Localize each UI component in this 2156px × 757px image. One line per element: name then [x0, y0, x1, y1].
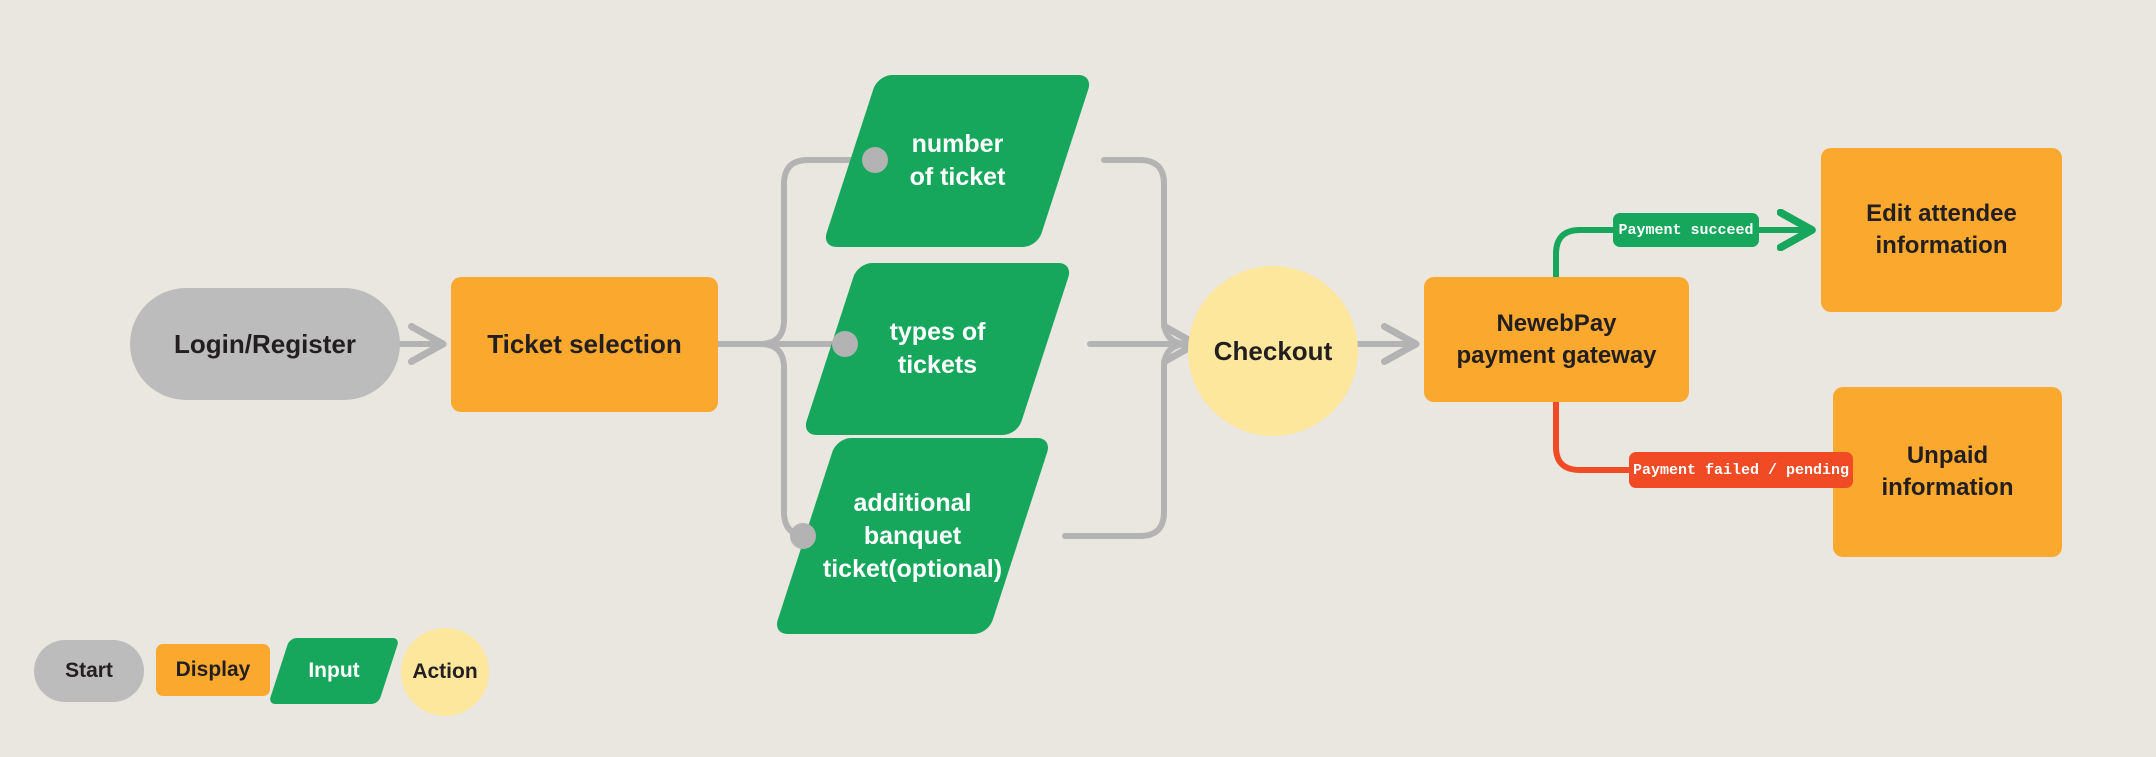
node-additional-banquet-ticket[interactable]: additional banquet ticket(optional): [773, 438, 1052, 634]
edge-label-payment-succeed-text: Payment succeed: [1618, 221, 1754, 239]
legend-item-input: Input: [268, 638, 400, 704]
node-checkout-label: Checkout: [1213, 335, 1333, 366]
node-ticket-selection[interactable]: Ticket selection: [451, 277, 718, 412]
node-newebpay-payment-gateway-label: NewebPay payment gateway: [1456, 309, 1657, 369]
node-newebpay-payment-gateway[interactable]: NewebPay payment gateway: [1424, 277, 1689, 402]
legend-item-start: Start: [34, 640, 144, 702]
legend-item-start-label: Start: [65, 659, 113, 682]
connector-dot-additional-banquet: [790, 523, 816, 549]
node-unpaid-information-label: Unpaid information: [1881, 442, 2014, 501]
connector-dot-types-of-tickets: [832, 331, 858, 357]
node-ticket-selection-label: Ticket selection: [487, 329, 682, 360]
legend-item-display-label: Display: [175, 658, 251, 681]
node-number-of-ticket[interactable]: number of ticket: [822, 75, 1093, 247]
connector-dot-number-of-ticket: [862, 147, 888, 173]
node-types-of-tickets-label: types of tickets: [889, 318, 986, 379]
edge-label-payment-failed-text: Payment failed / pending: [1632, 461, 1850, 479]
node-types-of-tickets[interactable]: types of tickets: [802, 263, 1073, 435]
legend-item-action-label: Action: [412, 660, 478, 683]
node-unpaid-information[interactable]: Unpaid information: [1833, 387, 2062, 557]
edge-payment-failed: [1553, 399, 1636, 473]
node-login-register[interactable]: Login/Register: [130, 288, 400, 400]
node-additional-banquet-ticket-label: additional banquet ticket(optional): [822, 488, 1003, 583]
edge-ticket-to-banquet: [715, 341, 811, 539]
node-edit-attendee-information[interactable]: Edit attendee information: [1821, 148, 2062, 312]
legend-item-action: Action: [401, 628, 489, 716]
node-number-of-ticket-label: number of ticket: [909, 130, 1006, 191]
legend-item-input-label: Input: [308, 659, 360, 682]
legend-item-display: Display: [156, 644, 270, 696]
edge-banquet-to-checkout: [1062, 341, 1191, 539]
edge-payment-succeed: [1553, 227, 1620, 280]
edge-label-payment-failed: Payment failed / pending: [1629, 452, 1853, 488]
node-login-register-label: Login/Register: [173, 328, 356, 359]
edge-label-payment-succeed: Payment succeed: [1613, 213, 1759, 247]
edge-number-to-checkout: [1101, 157, 1191, 347]
node-checkout[interactable]: Checkout: [1188, 266, 1358, 436]
node-edit-attendee-information-label: Edit attendee information: [1866, 200, 2017, 259]
